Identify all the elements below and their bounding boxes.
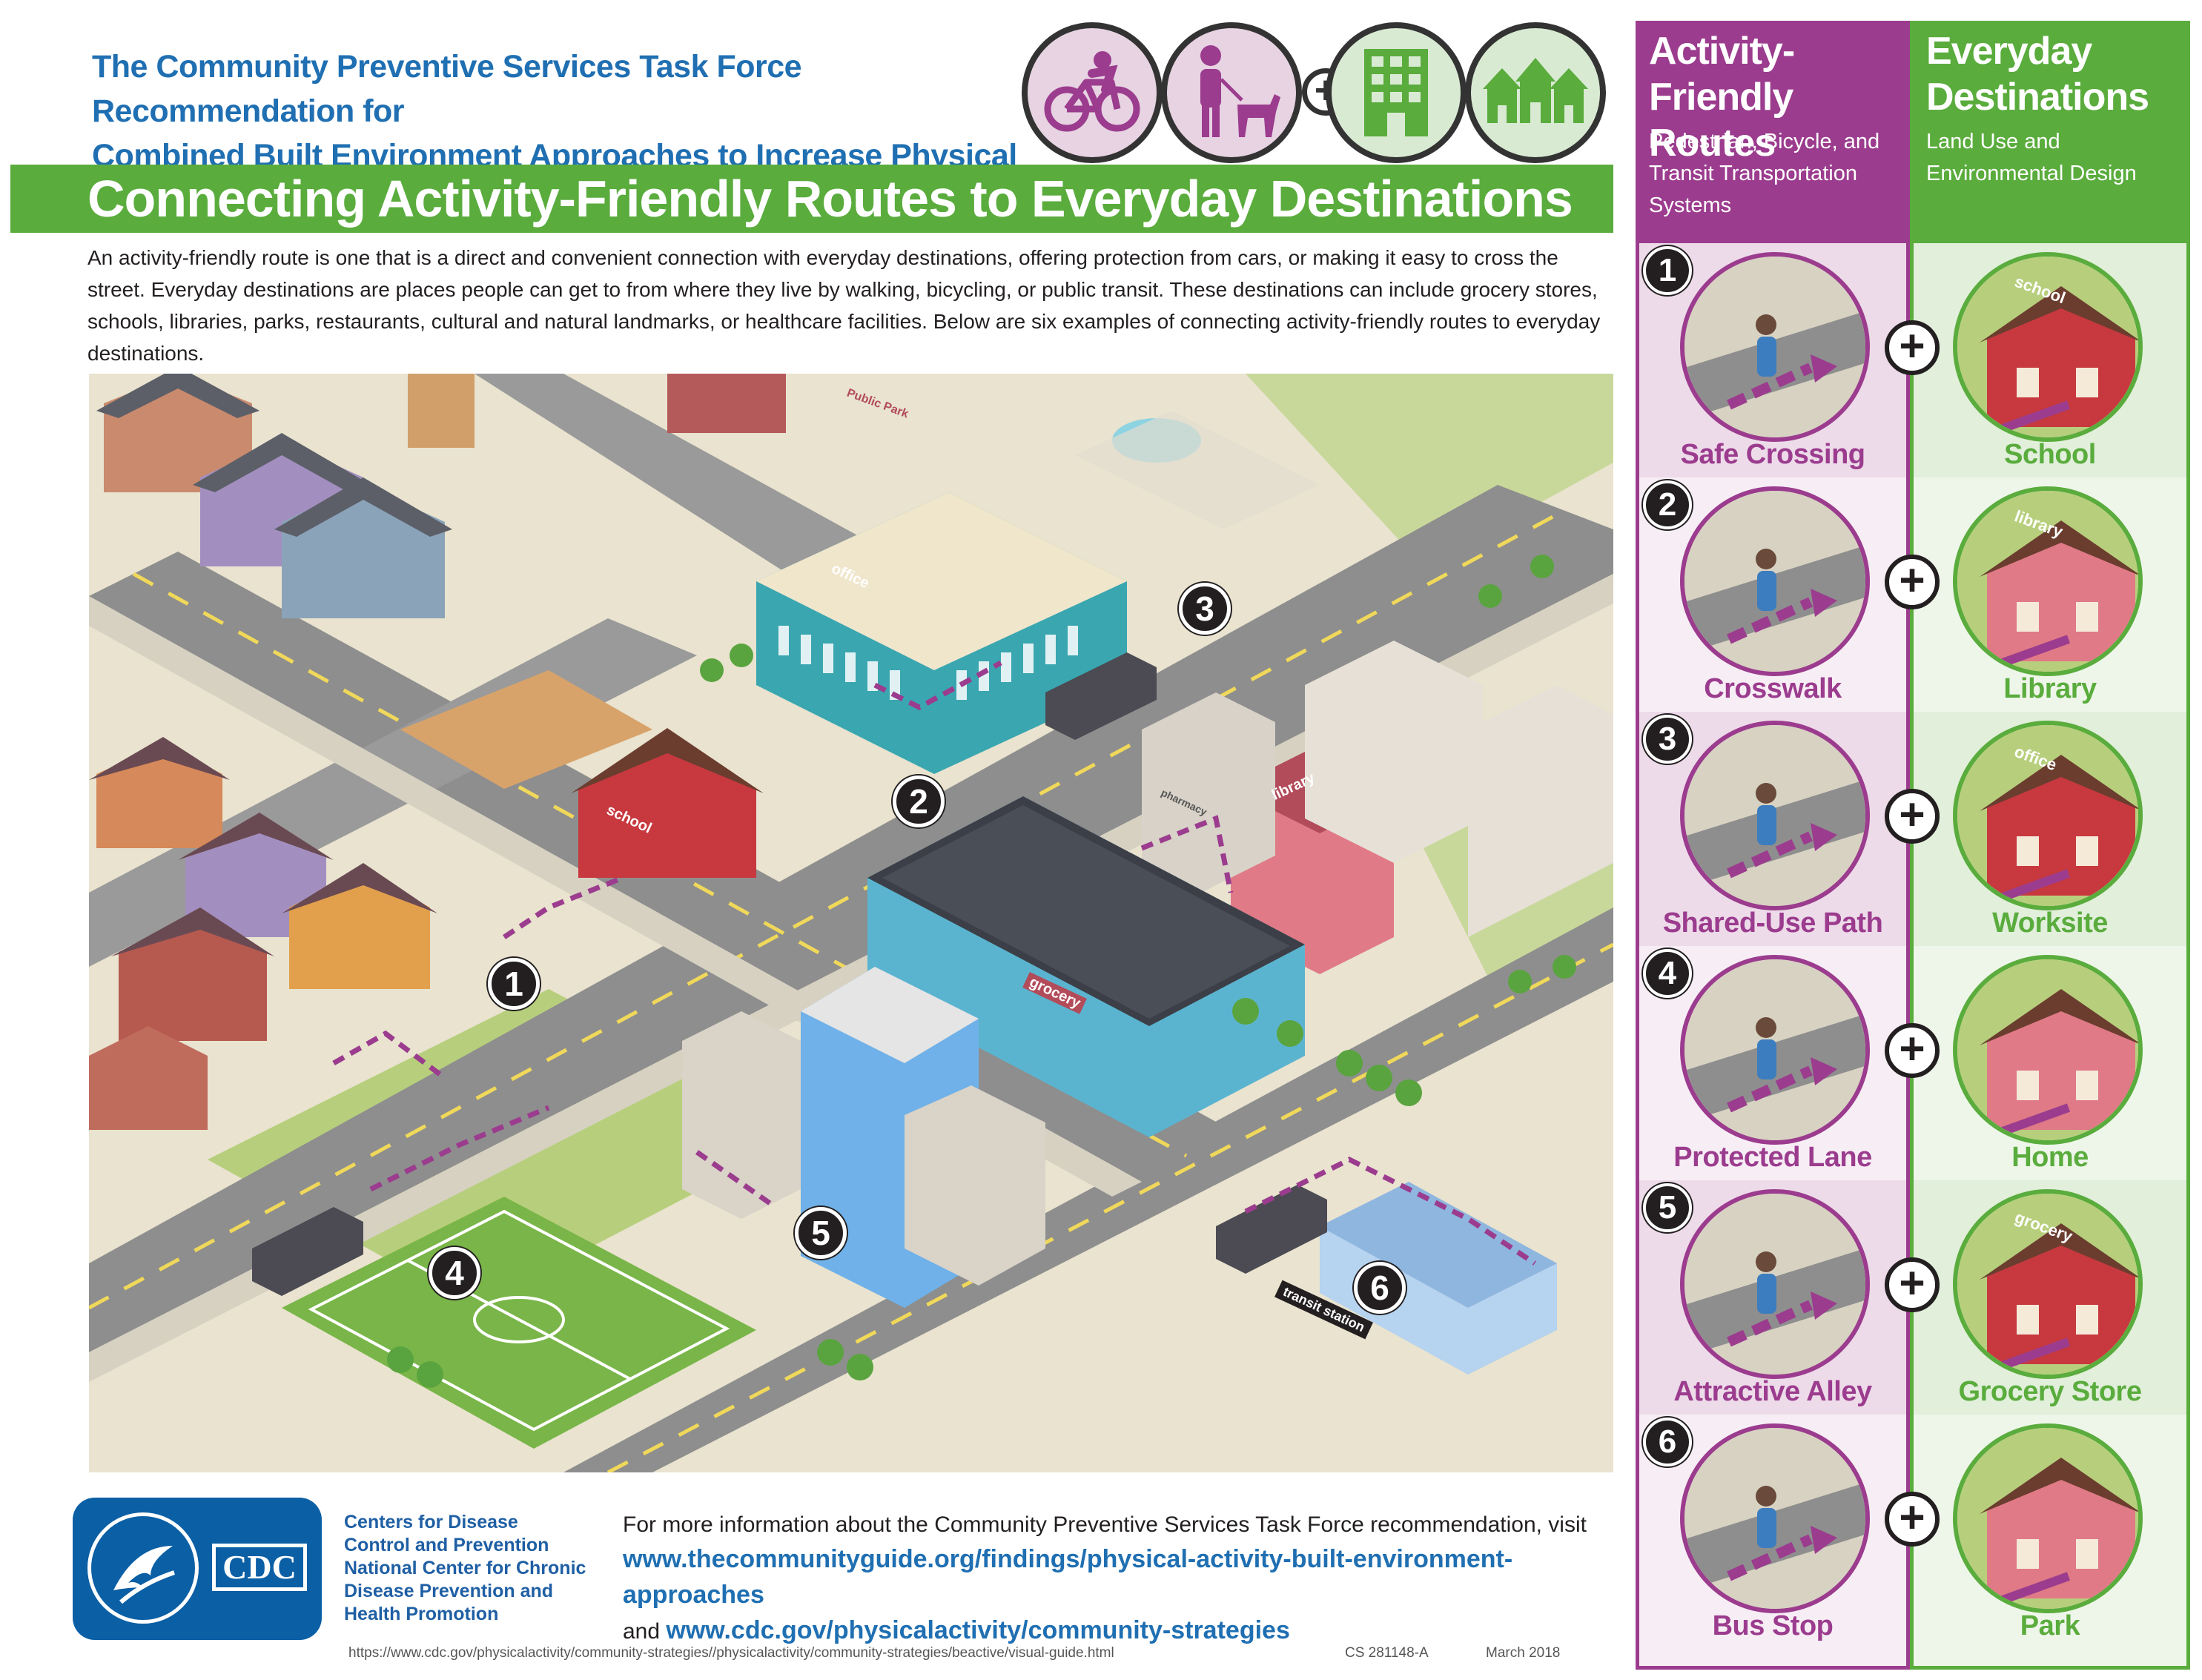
route-label: Crosswalk [1704, 673, 1842, 704]
plus-icon: + [1885, 555, 1940, 609]
destination-illustration-5 [1953, 1189, 2143, 1379]
route-illustration-2 [1680, 486, 1870, 676]
source-url[interactable]: https://www.cdc.gov/physicalactivity/com… [348, 1645, 1114, 1661]
map-badge-2: 2 [893, 775, 945, 827]
destination-label: Worksite [1992, 907, 2108, 939]
pair-number-badge: 6 [1643, 1418, 1692, 1466]
routes-title-line2: Friendly Routes [1649, 76, 1793, 165]
destinations-column-subtitle: Land Use and Environmental Design [1926, 130, 2137, 185]
pair-number-badge: 3 [1643, 715, 1692, 764]
center-line1: National Center for Chronic [344, 1558, 586, 1578]
destination-label: Park [2020, 1610, 2080, 1641]
houses-icon [1465, 22, 1606, 163]
intro-paragraph: An activity-friendly route is one that i… [87, 246, 1601, 365]
city-illustration: Public Park office school library pharma… [89, 374, 1613, 1472]
cdc-wordmark: CDC [212, 1544, 307, 1591]
pair-number-badge: 5 [1643, 1183, 1692, 1232]
plus-icon: + [1885, 1257, 1940, 1312]
route-label: Shared-Use Path [1662, 907, 1883, 939]
map-badge-4: 4 [429, 1247, 480, 1299]
destinations-column-header: Everyday Destinations Land Use and Envir… [1913, 21, 2190, 243]
destinations-column-title: Everyday Destinations [1926, 28, 2149, 120]
destination-label: Home [2011, 1142, 2089, 1173]
map-badge-1: 1 [488, 958, 540, 1010]
destination-label: Grocery Store [1958, 1376, 2142, 1407]
route-label: Safe Crossing [1680, 439, 1865, 470]
route-illustration-4 [1680, 955, 1870, 1145]
building-icon [1326, 22, 1467, 163]
city-map-graphic [89, 374, 1613, 1472]
more-info-text: For more information about the Community… [623, 1512, 1587, 1537]
org-line1: Centers for Disease [344, 1512, 518, 1532]
destination-illustration-3 [1953, 721, 2143, 910]
map-badge-3: 3 [1179, 583, 1231, 635]
destination-label: School [2004, 439, 2096, 470]
plus-icon: + [1885, 789, 1940, 844]
map-badge-6: 6 [1354, 1262, 1406, 1314]
pair-number-badge: 2 [1643, 480, 1692, 529]
route-illustration-1 [1680, 252, 1870, 442]
publication-date: March 2018 [1486, 1645, 1561, 1661]
hhs-seal-icon [87, 1512, 199, 1624]
destination-illustration-6 [1953, 1423, 2143, 1613]
plus-icon: + [1885, 1023, 1940, 1078]
banner-title: Connecting Activity-Friendly Routes to E… [87, 170, 1573, 228]
cdc-strategies-link[interactable]: www.cdc.gov/physicalactivity/community-s… [666, 1616, 1290, 1644]
pair-number-badge: 4 [1643, 949, 1692, 998]
center-line2: Disease Prevention and [344, 1581, 554, 1601]
destination-illustration-4 [1953, 955, 2143, 1145]
and-text: and [623, 1619, 661, 1644]
cdc-organization-text: Centers for Disease Control and Preventi… [344, 1511, 611, 1626]
community-guide-link[interactable]: www.thecommunityguide.org/findings/physi… [623, 1545, 1513, 1609]
plus-icon: + [1885, 1492, 1940, 1547]
center-line3: Health Promotion [344, 1604, 499, 1624]
routes-column-header: Activity- Friendly Routes Pedestrian, Bi… [1636, 21, 1910, 243]
cs-number: CS 281148-A [1345, 1645, 1429, 1661]
routes-column-title: Activity- Friendly Routes [1649, 28, 1910, 166]
destinations-title-line2: Destinations [1926, 76, 2149, 119]
org-line2: Control and Prevention [344, 1535, 549, 1555]
document-title-line1: The Community Preventive Services Task F… [92, 49, 802, 129]
destination-label: Library [2003, 673, 2097, 704]
pair-number-badge: 1 [1643, 246, 1692, 295]
destination-illustration-1 [1953, 252, 2143, 442]
route-label: Protected Lane [1673, 1142, 1872, 1173]
destination-illustration-2 [1953, 486, 2143, 676]
routes-column-subtitle: Pedestrian, Bicycle, and Transit Transpo… [1649, 130, 1880, 217]
destinations-title-line1: Everyday [1926, 30, 2092, 73]
title-banner: Connecting Activity-Friendly Routes to E… [10, 165, 1613, 233]
routes-title-line1: Activity- [1649, 30, 1795, 73]
route-label: Bus Stop [1712, 1610, 1834, 1641]
map-badge-5: 5 [795, 1207, 847, 1259]
bicycle-icon [1022, 22, 1163, 163]
header-icon-row: + [1022, 22, 1607, 163]
plus-icon: + [1885, 320, 1940, 375]
pedestrian-dog-icon [1161, 22, 1302, 163]
more-info-block: For more information about the Community… [623, 1508, 1587, 1649]
route-label: Attractive Alley [1673, 1376, 1872, 1407]
route-illustration-3 [1680, 721, 1870, 910]
route-illustration-6 [1680, 1423, 1870, 1613]
cdc-logo: CDC [73, 1498, 322, 1640]
route-illustration-5 [1680, 1189, 1870, 1379]
